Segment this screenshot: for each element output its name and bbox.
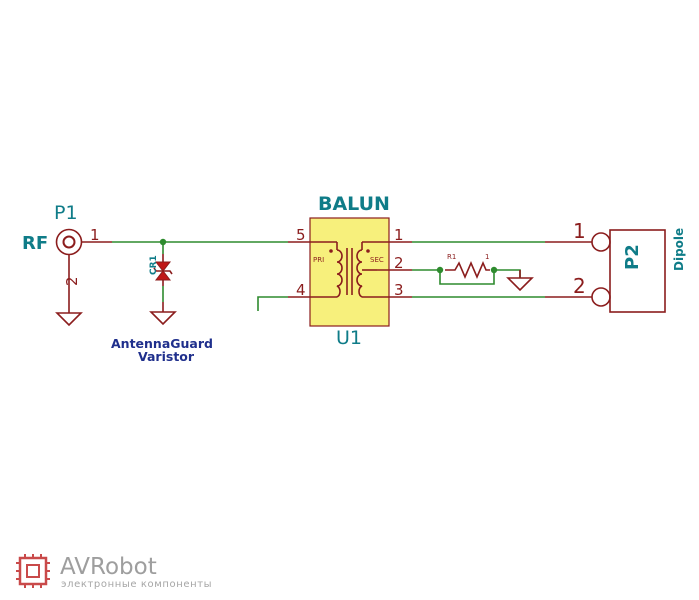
p1-rf-label: RF bbox=[22, 233, 48, 254]
chip-icon bbox=[16, 554, 50, 588]
balun-reference: U1 bbox=[336, 327, 362, 349]
r1-value: 1 bbox=[485, 253, 489, 261]
ground-icon bbox=[506, 277, 534, 292]
resistor-zigzag bbox=[445, 260, 490, 280]
varistor-cr1[interactable]: CR1 AntennaGuard Varistor bbox=[111, 238, 213, 364]
balun-pin3-number: 3 bbox=[394, 281, 404, 299]
wire-ground-to-balun-pin4 bbox=[257, 296, 288, 311]
p2-reference: P2 bbox=[622, 244, 643, 270]
balun-pin2-number: 2 bbox=[394, 254, 404, 272]
cr1-bar bbox=[153, 267, 173, 275]
p2-body bbox=[609, 229, 666, 313]
p1-reference: P1 bbox=[54, 202, 78, 224]
logo-tagline-text: электронные компоненты bbox=[61, 579, 212, 590]
p2-pin1-number: 1 bbox=[573, 219, 586, 243]
balun-u1[interactable]: BALUN U1 5 4 1 2 3 bbox=[288, 193, 412, 349]
p2-pin2-terminal bbox=[591, 287, 611, 307]
ground-icon bbox=[149, 311, 177, 326]
secondary-winding bbox=[356, 242, 377, 298]
coax-center-pin bbox=[62, 235, 76, 249]
avrobot-logo: AVRobot электронные компоненты bbox=[16, 554, 212, 590]
cr1-value-line2: Varistor bbox=[138, 349, 195, 364]
p2-pin1-terminal bbox=[591, 232, 611, 252]
junction-dot bbox=[436, 266, 444, 274]
connector-p1[interactable]: P1 RF 1 2 bbox=[22, 202, 112, 327]
balun-value: BALUN bbox=[318, 193, 390, 215]
balun-body bbox=[309, 217, 390, 327]
p2-value: Dipole bbox=[672, 228, 686, 271]
cr1-upper-triangle bbox=[154, 261, 172, 272]
wire-resistor-bypass bbox=[439, 270, 495, 285]
balun-pin1-number: 1 bbox=[394, 226, 404, 244]
wire-resistor-to-ground bbox=[494, 269, 521, 278]
balun-pin5-number: 5 bbox=[296, 226, 306, 244]
connector-p2[interactable]: 1 2 P2 Dipole bbox=[545, 219, 686, 313]
p2-pin2-number: 2 bbox=[573, 274, 586, 298]
cr1-value-line1: AntennaGuard bbox=[111, 336, 213, 351]
balun-pin4-number: 4 bbox=[296, 281, 306, 299]
primary-winding bbox=[329, 242, 343, 298]
coax-outer-ring bbox=[55, 228, 83, 256]
balun-pri-label: PRI bbox=[313, 256, 324, 264]
junction-dot bbox=[159, 238, 167, 246]
r1-reference: R1 bbox=[447, 253, 456, 261]
junction-dot bbox=[490, 266, 498, 274]
wires bbox=[112, 241, 545, 311]
resistor-r1[interactable]: R1 1 bbox=[436, 253, 534, 292]
balun-sec-label: SEC bbox=[370, 256, 384, 264]
p1-pin2-number: 2 bbox=[63, 276, 81, 286]
cr1-reference: CR1 bbox=[149, 255, 159, 275]
logo-brand-text: AVRobot bbox=[60, 554, 157, 580]
p1-pin1-number: 1 bbox=[90, 226, 100, 244]
ground-icon bbox=[55, 312, 83, 327]
